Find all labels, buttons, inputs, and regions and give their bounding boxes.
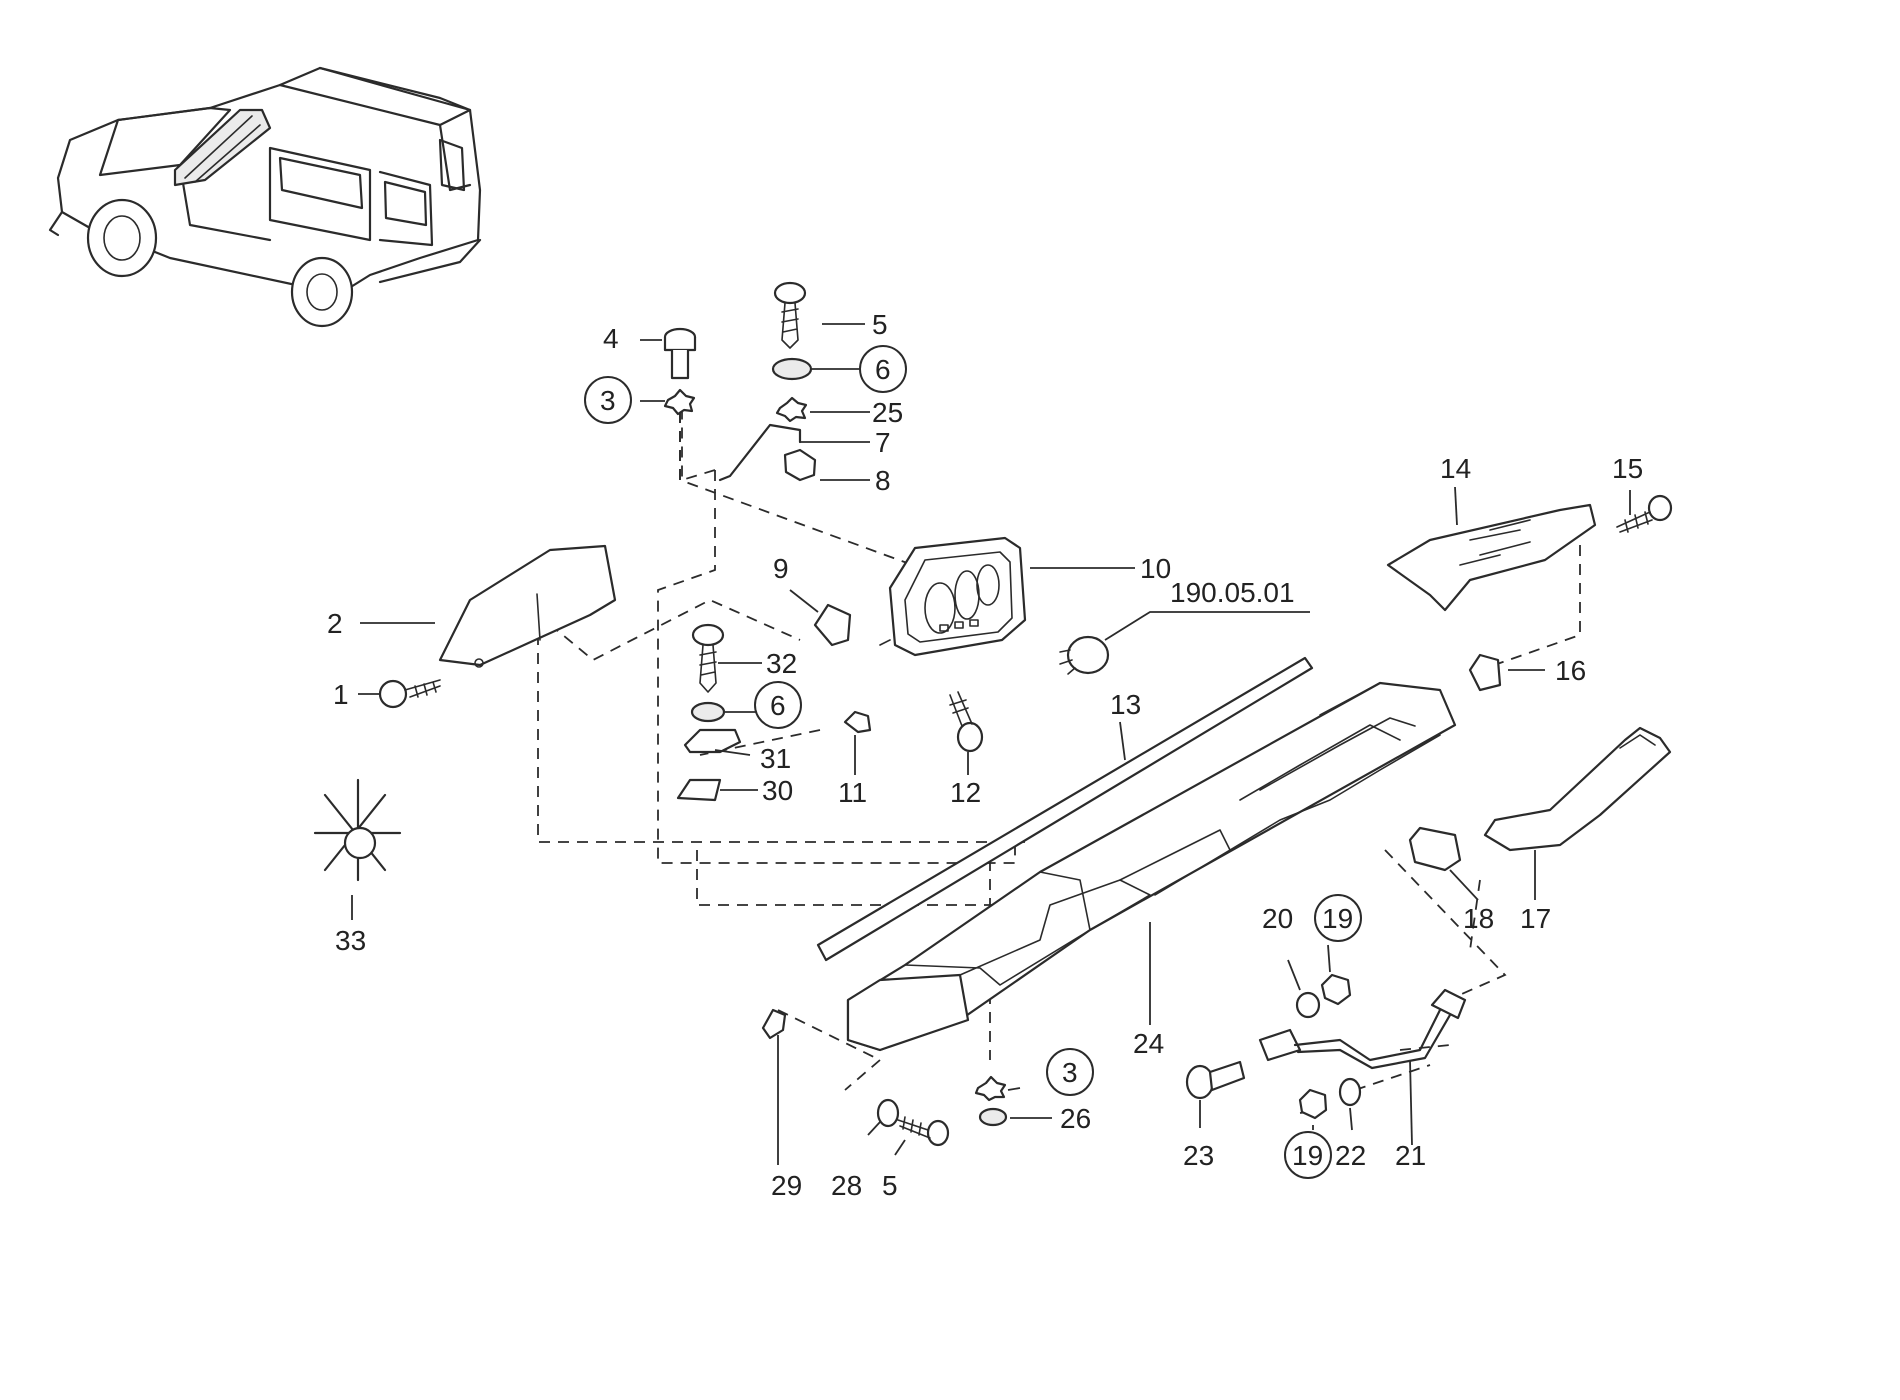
clip-9-part [813, 603, 852, 647]
nut-19-part [1320, 973, 1352, 1006]
label-29: 29 [771, 1170, 802, 1201]
label-19a: 19 [1322, 903, 1353, 934]
label-12: 12 [950, 777, 981, 808]
label-31: 31 [760, 743, 791, 774]
label-ref: 190.05.01 [1170, 577, 1295, 608]
washer-22-part [1338, 1077, 1362, 1107]
screw-5b-part [897, 1116, 950, 1147]
clip-31-part [683, 728, 742, 754]
screw-5-part [773, 281, 807, 349]
label-22: 22 [1335, 1140, 1366, 1171]
label-1: 1 [333, 679, 349, 710]
screw-32-part [691, 623, 725, 693]
handle-17-part [1483, 726, 1672, 852]
grommet-part [1059, 635, 1110, 675]
callout-circle-6a [859, 345, 907, 393]
washer-6b-part [690, 701, 726, 723]
label-30: 30 [762, 775, 793, 806]
label-20: 20 [1262, 903, 1293, 934]
label-21: 21 [1395, 1140, 1426, 1171]
label-6a: 6 [875, 354, 891, 385]
cable-connector-33-part [313, 778, 402, 882]
washer-28-part [876, 1098, 900, 1128]
label-4: 4 [603, 323, 619, 354]
label-16: 16 [1555, 655, 1586, 686]
bolt-23-part [1185, 1060, 1246, 1100]
callout-circle-19a [1314, 894, 1362, 942]
leader-lines [351, 323, 1631, 1165]
label-26: 26 [1060, 1103, 1091, 1134]
star-washer-3-part [663, 388, 696, 416]
label-8: 8 [875, 465, 891, 496]
callout-circle-3b [1046, 1048, 1094, 1096]
clip-11-part [843, 710, 872, 734]
label-15: 15 [1612, 453, 1643, 484]
label-14: 14 [1440, 453, 1471, 484]
nut-19b-part [1298, 1088, 1328, 1120]
label-5a: 5 [872, 309, 888, 340]
assembly-dashed-lines [534, 410, 1581, 1114]
callout-circle-6b [754, 681, 802, 729]
label-32: 32 [766, 648, 797, 679]
star-washer-25-part [775, 396, 808, 423]
washer-6-part [771, 357, 813, 381]
part-labels: 1 2 3 4 5 6 25 7 8 9 10 32 6 31 30 11 12… [327, 309, 1643, 1201]
label-3b: 3 [1062, 1057, 1078, 1088]
label-18: 18 [1463, 903, 1494, 934]
washer-20-part [1295, 991, 1321, 1019]
label-5b: 5 [882, 1170, 898, 1201]
switch-18-part [1408, 826, 1462, 872]
clip-8-part [783, 448, 817, 482]
callout-circles [584, 345, 1362, 1179]
callout-circle-3a [584, 376, 632, 424]
label-6b: 6 [770, 690, 786, 721]
label-13: 13 [1110, 689, 1141, 720]
cover-cap-part [438, 544, 617, 667]
clip-29-part [761, 1008, 787, 1040]
label-7: 7 [875, 427, 891, 458]
star-washer-3b-part [974, 1075, 1007, 1102]
dashboard-panel-part [846, 681, 1457, 1052]
label-23: 23 [1183, 1140, 1214, 1171]
label-19b: 19 [1292, 1140, 1323, 1171]
label-17: 17 [1520, 903, 1551, 934]
screw-1-part [378, 679, 441, 709]
label-25: 25 [872, 397, 903, 428]
nut-26-part [978, 1107, 1008, 1127]
label-2: 2 [327, 608, 343, 639]
instrument-cluster-part [879, 536, 1027, 657]
label-11: 11 [838, 777, 867, 808]
vehicle-thumbnail [48, 66, 482, 328]
label-9: 9 [773, 553, 789, 584]
rod-7-part [718, 423, 802, 482]
callout-circle-19b [1284, 1131, 1332, 1179]
bracket-21-part [1258, 988, 1467, 1070]
clip-16-part [1468, 653, 1502, 692]
screw-12-part [949, 691, 984, 753]
bolt-4-part [663, 327, 697, 380]
top-cover-part [1386, 503, 1597, 612]
label-33: 33 [335, 925, 366, 956]
plate-30-part [676, 778, 722, 802]
label-10: 10 [1140, 553, 1171, 584]
trim-strip-part [816, 656, 1314, 962]
label-28: 28 [831, 1170, 862, 1201]
label-24: 24 [1133, 1028, 1164, 1059]
label-3a: 3 [600, 385, 616, 416]
screw-15-part [1616, 494, 1673, 533]
